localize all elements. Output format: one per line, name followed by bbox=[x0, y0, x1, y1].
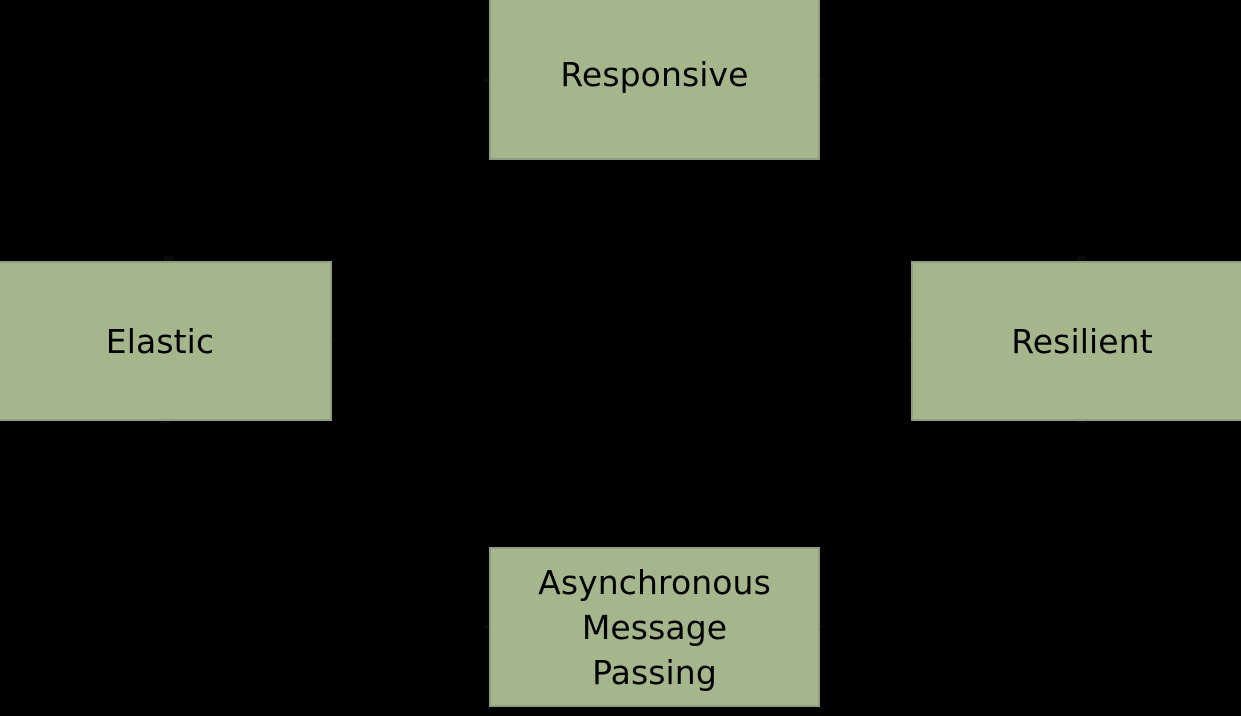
connector-elastic-to-responsive-drop bbox=[165, 78, 167, 263]
connector-elastic-to-resilient bbox=[331, 340, 912, 342]
arrow-stub-async-left bbox=[484, 625, 491, 628]
node-asynchronous-message-passing-label: Asynchronous Message Passing bbox=[538, 562, 771, 692]
arrow-stub-resilient-bottom bbox=[1077, 419, 1086, 423]
arrow-stub-resilient-top bbox=[1077, 256, 1086, 261]
arrow-stub-elastic-top bbox=[164, 256, 173, 261]
connector-resilient-to-async bbox=[1081, 419, 1083, 628]
connector-elastic-to-responsive bbox=[166, 78, 489, 80]
connector-elastic-to-async bbox=[165, 419, 167, 628]
node-elastic-label: Elastic bbox=[105, 321, 215, 361]
connector-elastic-to-async-run bbox=[165, 627, 491, 629]
node-resilient-label: Resilient bbox=[1011, 321, 1153, 361]
connector-resilient-to-responsive-drop bbox=[1081, 78, 1083, 263]
node-responsive-label: Responsive bbox=[560, 54, 749, 94]
connector-resilient-to-responsive bbox=[819, 78, 1083, 80]
arrow-stub-elastic-bottom bbox=[161, 419, 170, 423]
arrow-stub-responsive-left bbox=[484, 78, 491, 81]
node-responsive[interactable]: Responsive bbox=[489, 0, 820, 160]
node-asynchronous-message-passing[interactable]: Asynchronous Message Passing bbox=[489, 547, 820, 707]
node-elastic[interactable]: Elastic bbox=[0, 261, 332, 421]
connector-resilient-to-async-run bbox=[818, 627, 1082, 629]
connector-async-to-responsive bbox=[653, 160, 655, 547]
node-resilient[interactable]: Resilient bbox=[911, 261, 1241, 421]
